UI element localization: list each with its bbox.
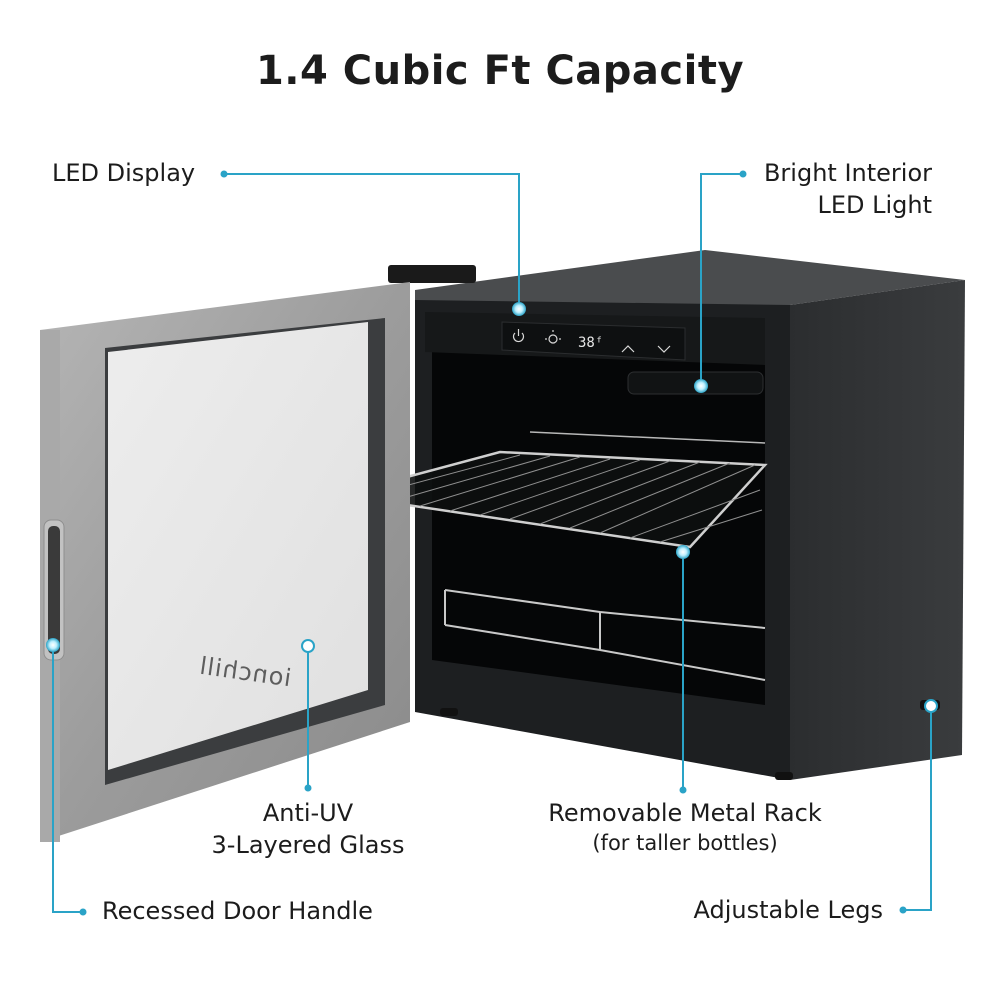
cabinet-body — [388, 250, 965, 780]
temperature-readout: 38ᶠ — [578, 335, 603, 351]
callout-rack-line1: Removable Metal Rack — [548, 799, 822, 827]
light-icon[interactable] — [545, 330, 561, 344]
callout-interior-light: Bright Interior LED Light — [764, 157, 932, 221]
callout-rack-line2: (for taller bottles) — [592, 831, 778, 855]
page-title: 1.4 Cubic Ft Capacity — [255, 48, 745, 94]
callout-interior-light-line1: Bright Interior — [763, 159, 932, 187]
door-handle[interactable] — [48, 526, 60, 654]
callout-door-handle: Recessed Door Handle — [102, 897, 373, 925]
callout-glass: Anti-UV 3-Layered Glass — [188, 797, 428, 861]
callout-glass-line2: 3-Layered Glass — [211, 831, 405, 859]
callout-legs: Adjustable Legs — [693, 896, 883, 924]
led-display[interactable]: 38ᶠ — [512, 329, 671, 353]
callout-rack: Removable Metal Rack (for taller bottles… — [510, 797, 860, 857]
callout-markers — [46, 302, 938, 713]
chevron-up-icon[interactable] — [621, 345, 635, 353]
callout-led-display: LED Display — [52, 159, 196, 187]
power-icon[interactable] — [512, 329, 525, 343]
callout-lines — [52, 173, 932, 913]
chevron-down-icon[interactable] — [657, 345, 671, 353]
lower-rack-frame — [444, 589, 766, 681]
glass-door — [40, 282, 410, 842]
callout-interior-light-line2: LED Light — [817, 191, 932, 219]
callout-end-dots — [79, 170, 907, 916]
callout-glass-line1: Anti-UV — [262, 799, 354, 827]
back-rack — [529, 431, 766, 444]
